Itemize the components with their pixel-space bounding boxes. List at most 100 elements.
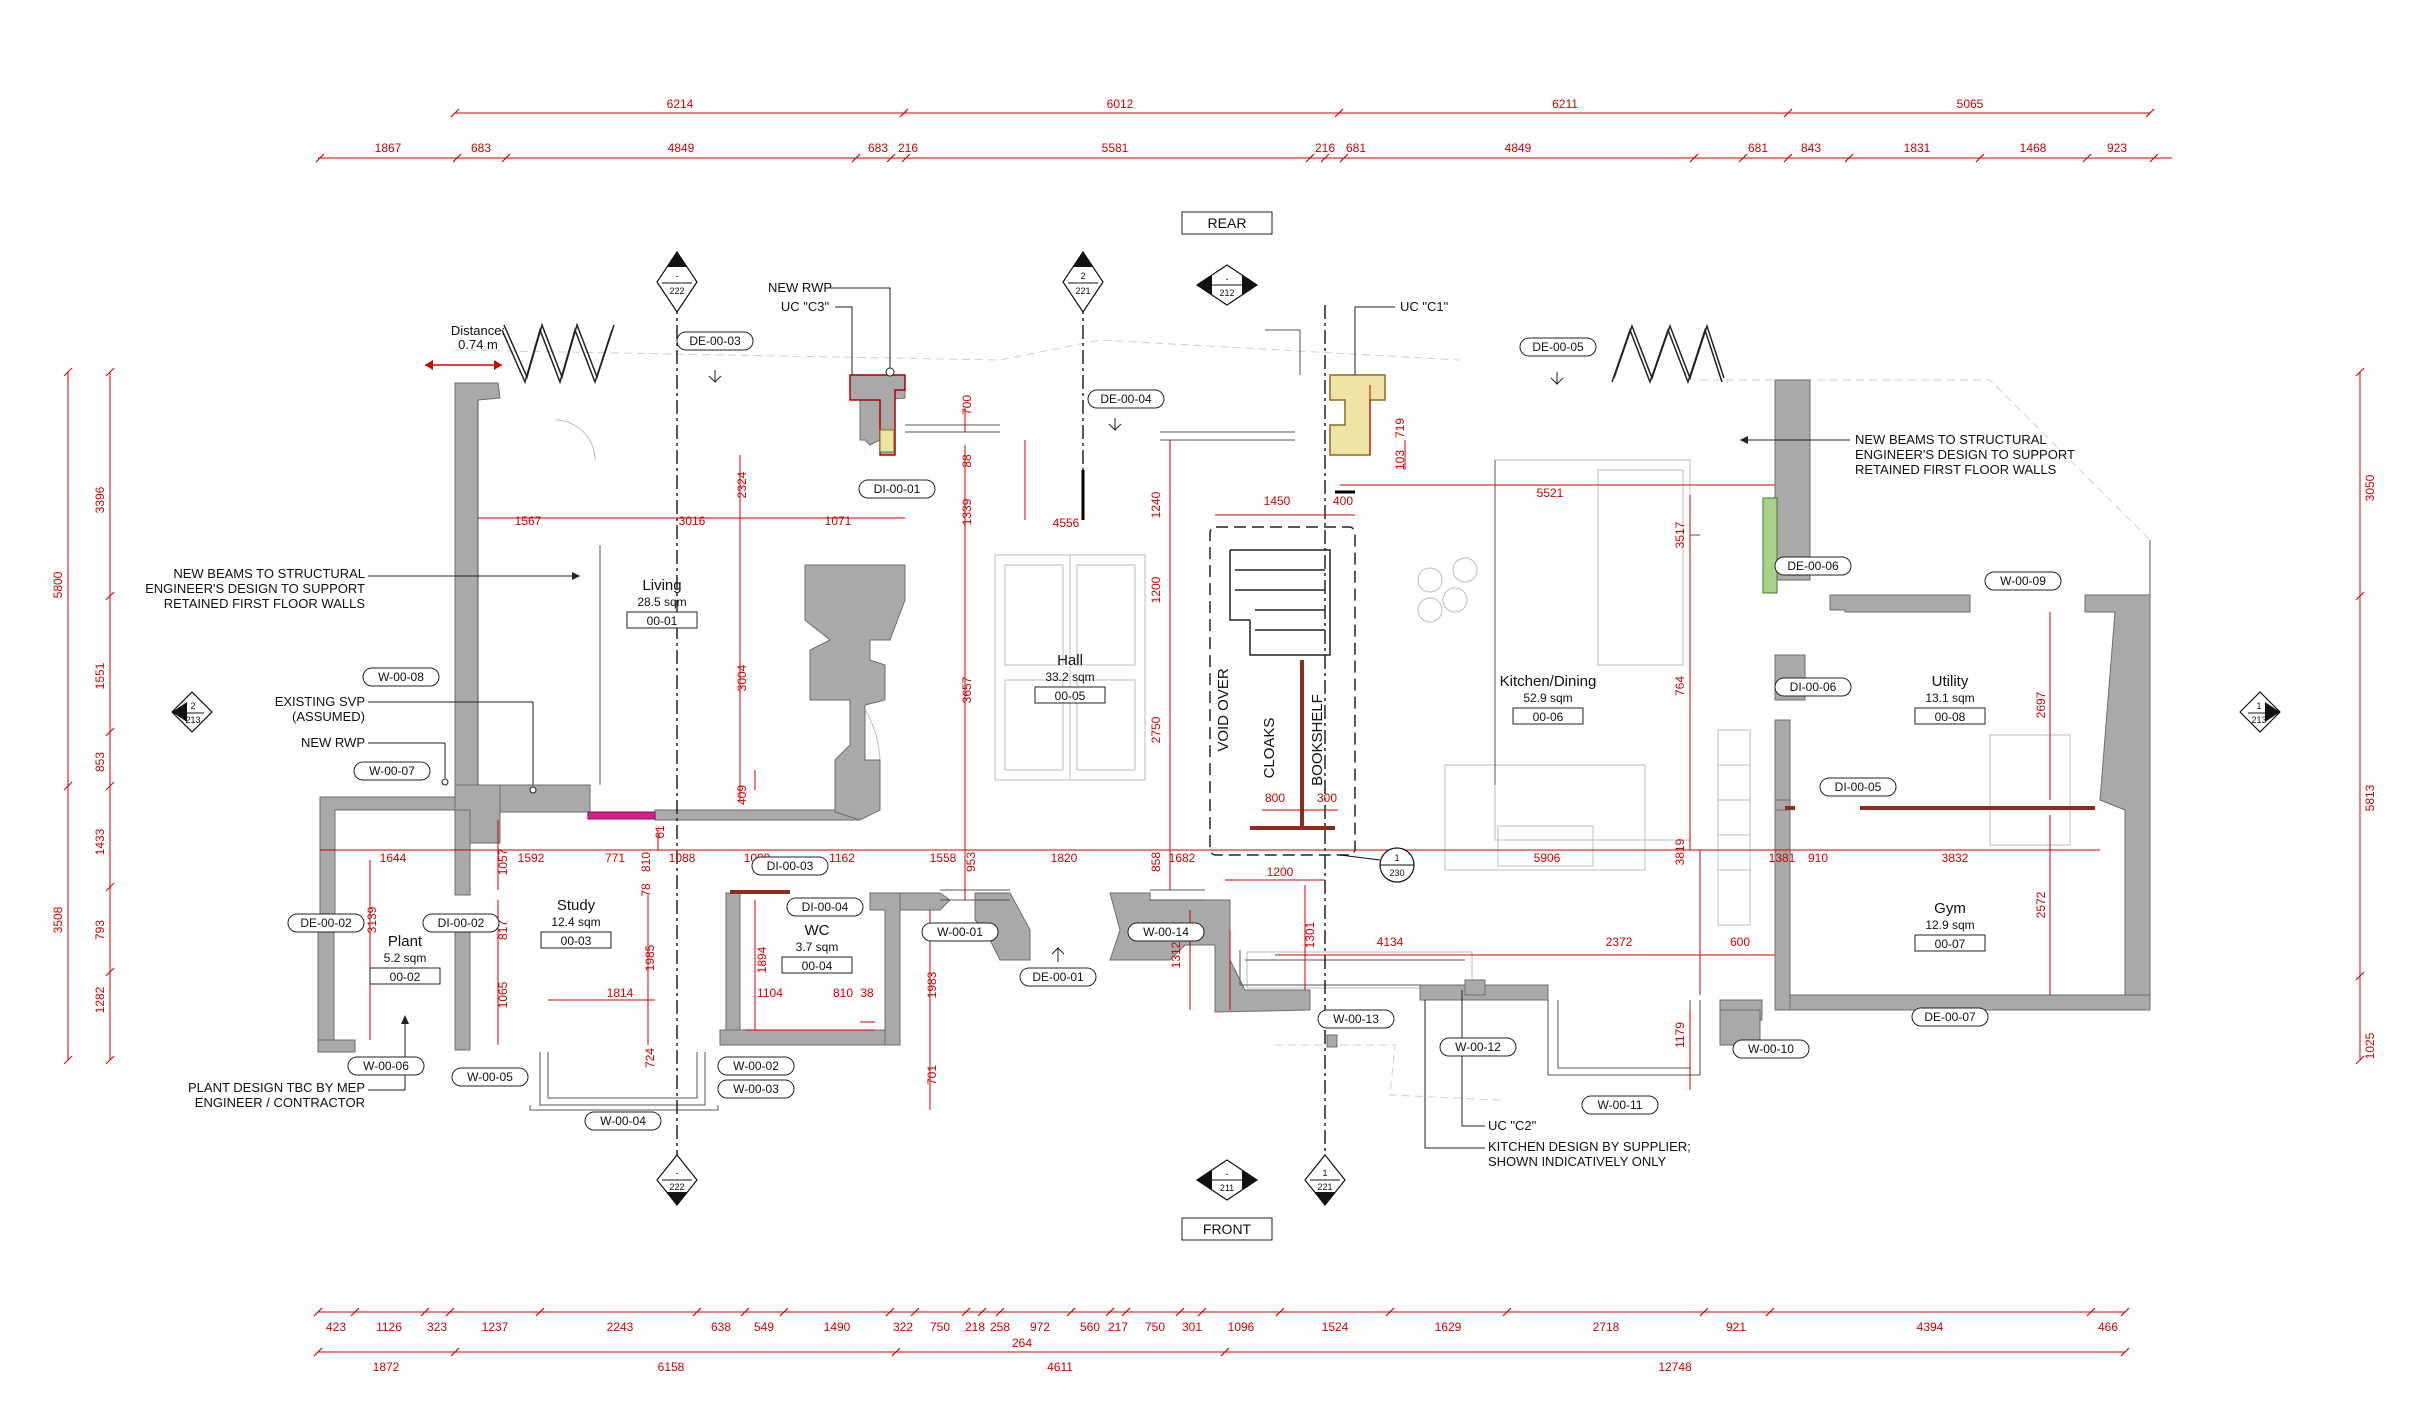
room-number-box bbox=[1512, 707, 1584, 725]
bottom-overall-labels: 1872 6158 4611 12748 bbox=[373, 1360, 1692, 1374]
dim-label: 301 bbox=[1182, 1320, 1202, 1334]
dim-label: 4611 bbox=[1047, 1360, 1073, 1374]
front-label-box: FRONT bbox=[1181, 1217, 1273, 1241]
room-name: Hall bbox=[1057, 652, 1083, 669]
rear-label-box: REAR bbox=[1181, 211, 1273, 235]
room-plant[interactable]: Plant 5.2 sqm 00-02 bbox=[369, 933, 441, 985]
uc-c3-annotation: UC "C3" bbox=[781, 299, 853, 375]
window-tag: W-00-05 bbox=[467, 1070, 513, 1084]
room-wc[interactable]: WC 3.7 sqm 00-04 bbox=[781, 922, 853, 974]
bifold-door-right bbox=[1611, 323, 1725, 385]
dim-label: 466 bbox=[2098, 1320, 2118, 1334]
dim-label: 6214 bbox=[667, 97, 694, 111]
section-marker-221-bottom[interactable]: 1 221 bbox=[1304, 1154, 1346, 1206]
marker-sheet: 213 bbox=[2251, 715, 2266, 725]
room-number-box bbox=[1914, 934, 1986, 952]
dim-label: 6012 bbox=[1107, 97, 1134, 111]
marker-ref: - bbox=[1226, 274, 1229, 284]
dim-label: 1983 bbox=[925, 971, 939, 998]
dim-label: 1301 bbox=[1303, 921, 1317, 948]
dim-label: 681 bbox=[1748, 141, 1768, 155]
bottom-dim-ticks bbox=[313, 1307, 2130, 1357]
uc-c2-label: UC "C2" bbox=[1488, 1118, 1537, 1133]
distance-label: Distance: bbox=[451, 323, 505, 338]
dim-label: 1339 bbox=[960, 498, 974, 525]
dim-label: 1644 bbox=[380, 851, 407, 865]
dim-label: 2572 bbox=[2034, 891, 2048, 918]
room-kitchen-dining[interactable]: Kitchen/Dining 52.9 sqm 00-06 bbox=[1500, 673, 1597, 725]
room-study[interactable]: Study 12.4 sqm 00-03 bbox=[540, 897, 612, 949]
dim-label: 810 bbox=[639, 852, 653, 872]
room-number-box bbox=[540, 931, 612, 949]
section-marker-221-top[interactable]: 2 221 bbox=[1062, 250, 1104, 314]
room-utility[interactable]: Utility 13.1 sqm 00-08 bbox=[1914, 673, 1986, 725]
dim-label: 853 bbox=[93, 752, 107, 772]
room-name: WC bbox=[805, 922, 830, 939]
dim-label: 1126 bbox=[376, 1320, 402, 1334]
dim-label: 771 bbox=[605, 851, 625, 865]
section-marker-222-top[interactable]: - 222 bbox=[656, 250, 698, 314]
dim-label: 1200 bbox=[1267, 865, 1294, 879]
note-line: NEW BEAMS TO STRUCTURAL bbox=[1855, 432, 2047, 447]
room-number-box bbox=[1914, 707, 1986, 725]
section-marker-212[interactable]: - 212 bbox=[1195, 264, 1259, 306]
room-gym[interactable]: Gym 12.9 sqm 00-07 bbox=[1914, 900, 1986, 952]
section-marker-213-left[interactable]: 2 213 bbox=[171, 691, 213, 733]
dim-label: 793 bbox=[93, 920, 107, 940]
dim-label: 972 bbox=[1030, 1320, 1050, 1334]
marker-ref: 1 bbox=[1322, 1168, 1327, 1178]
dim-label: 216 bbox=[898, 141, 918, 155]
bookshelf-label: BOOKSHELF bbox=[1309, 694, 1326, 786]
room-area: 33.2 sqm bbox=[1045, 670, 1094, 684]
steel-beams bbox=[730, 660, 2095, 894]
dim-label: 923 bbox=[2107, 141, 2127, 155]
distance-annotation: Distance: 0.74 m bbox=[425, 323, 505, 370]
room-name: Kitchen/Dining bbox=[1500, 673, 1597, 690]
section-marker-211[interactable]: - 211 bbox=[1195, 1159, 1259, 1201]
dim-label: 5800 bbox=[51, 571, 65, 598]
dim-label: 1237 bbox=[482, 1320, 509, 1334]
uc-c1-annotation: UC "C1" bbox=[1354, 299, 1449, 375]
dim-label: 1867 bbox=[375, 141, 402, 155]
kitchen-design-annotation: KITCHEN DESIGN BY SUPPLIER; SHOWN INDICA… bbox=[1424, 1000, 1691, 1169]
room-area: 28.5 sqm bbox=[637, 595, 686, 609]
section-marker-222-bottom[interactable]: - 222 bbox=[656, 1154, 698, 1206]
note-line: ENGINEER'S DESIGN TO SUPPORT bbox=[145, 581, 365, 596]
dim-label: 921 bbox=[1726, 1320, 1746, 1334]
door-tag: DI-00-03 bbox=[767, 859, 814, 873]
dim-label: 5813 bbox=[2363, 784, 2377, 811]
dim-label: 216 bbox=[1315, 141, 1335, 155]
room-number: 00-02 bbox=[390, 970, 421, 984]
dim-label: 1682 bbox=[1169, 851, 1196, 865]
dim-label: 750 bbox=[930, 1320, 950, 1334]
dim-label: 3396 bbox=[93, 486, 107, 513]
distance-value: 0.74 m bbox=[458, 337, 498, 352]
dim-label: 1551 bbox=[93, 662, 107, 689]
dim-label: 1240 bbox=[1149, 491, 1163, 518]
bottom-detail-labels: 423 1126 323 1237 2243 638 549 1490 322 … bbox=[326, 1320, 2118, 1350]
dim-label: 810 bbox=[833, 986, 853, 1000]
dim-label: 2697 bbox=[2034, 691, 2048, 718]
left-dimensions bbox=[63, 367, 2365, 1065]
room-area: 12.4 sqm bbox=[551, 915, 600, 929]
dim-label: 217 bbox=[1108, 1320, 1128, 1334]
room-living[interactable]: Living 28.5 sqm 00-01 bbox=[626, 577, 698, 629]
void-staircase bbox=[1209, 526, 1356, 856]
marker-sheet: 221 bbox=[1075, 286, 1090, 296]
dim-label: 1872 bbox=[373, 1360, 400, 1374]
detail-marker-230[interactable]: 1 230 bbox=[1339, 847, 1415, 883]
note-line: PLANT DESIGN TBC BY MEP bbox=[188, 1080, 365, 1095]
door-tag: DE-00-03 bbox=[689, 334, 741, 348]
new-rwp-label: NEW RWP bbox=[768, 280, 832, 295]
window-tag: W-00-09 bbox=[2000, 574, 2046, 588]
room-area: 5.2 sqm bbox=[384, 951, 427, 965]
marker-ref: - bbox=[1226, 1169, 1229, 1179]
door-tag: DI-00-01 bbox=[874, 482, 921, 496]
room-hall[interactable]: Hall 33.2 sqm 00-05 bbox=[1034, 652, 1106, 704]
dim-label: 3657 bbox=[960, 676, 974, 703]
dim-label: 750 bbox=[1145, 1320, 1165, 1334]
tags bbox=[287, 331, 2062, 1131]
room-area: 12.9 sqm bbox=[1925, 918, 1974, 932]
window-tag: W-00-07 bbox=[369, 764, 415, 778]
section-marker-213-right[interactable]: 1 213 bbox=[2239, 691, 2281, 733]
